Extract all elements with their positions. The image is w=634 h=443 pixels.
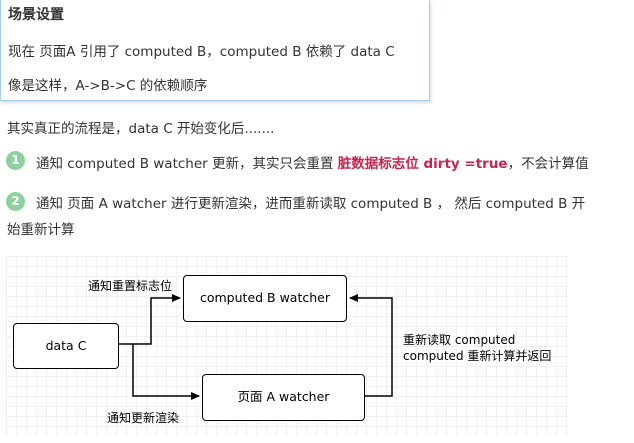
intro-text: 其实真正的流程是，data C 开始变化后.......	[7, 121, 275, 137]
node-data-c: data C	[13, 323, 119, 369]
step-2-text: 通知 页面 A watcher 进行更新渲染，进而重新读取 computed B…	[36, 196, 586, 212]
dependency-diagram: data C computed B watcher 页面 A watcher 通…	[6, 256, 568, 436]
step-1-badge: 1	[6, 151, 25, 170]
diagram-connectors	[119, 294, 393, 400]
step-2-text-continued: 始重新计算	[7, 222, 75, 238]
arrow-c-to-a	[132, 344, 200, 400]
label-update-render: 通知更新渲染	[107, 411, 180, 425]
scene-dependency-order: 像是这样，A->B->C 的依赖顺序	[8, 78, 208, 94]
scene-description: 现在 页面A 引用了 computed B，computed B 依赖了 dat…	[8, 44, 395, 60]
arrow-a-to-b-loop	[349, 294, 393, 400]
step-1-text: 通知 computed B watcher 更新，其实只会重置 脏数据标志位 d…	[36, 152, 589, 172]
label-reset-flag: 通知重置标志位	[88, 279, 173, 293]
node-computed-b-watcher: computed B watcher	[183, 275, 347, 322]
label-reread-computed: 重新读取 computed computed 重新计算并返回	[403, 332, 551, 364]
label-reread-line1: 重新读取 computed	[403, 333, 516, 347]
node-page-a-watcher: 页面 A watcher	[202, 374, 365, 421]
scene-setup-box: 场景设置 现在 页面A 引用了 computed B，computed B 依赖…	[0, 0, 430, 101]
label-reread-line2: computed 重新计算并返回	[403, 349, 552, 363]
step-2-badge: 2	[6, 192, 25, 211]
arrow-c-to-b	[119, 294, 181, 345]
step-1-text-before: 通知 computed B watcher 更新，其实只会重置	[36, 156, 338, 172]
step-1-text-after: ，不会计算值	[507, 156, 589, 172]
dirty-flag-highlight: 脏数据标志位 dirty =true	[337, 156, 508, 172]
scene-title: 场景设置	[8, 7, 64, 23]
